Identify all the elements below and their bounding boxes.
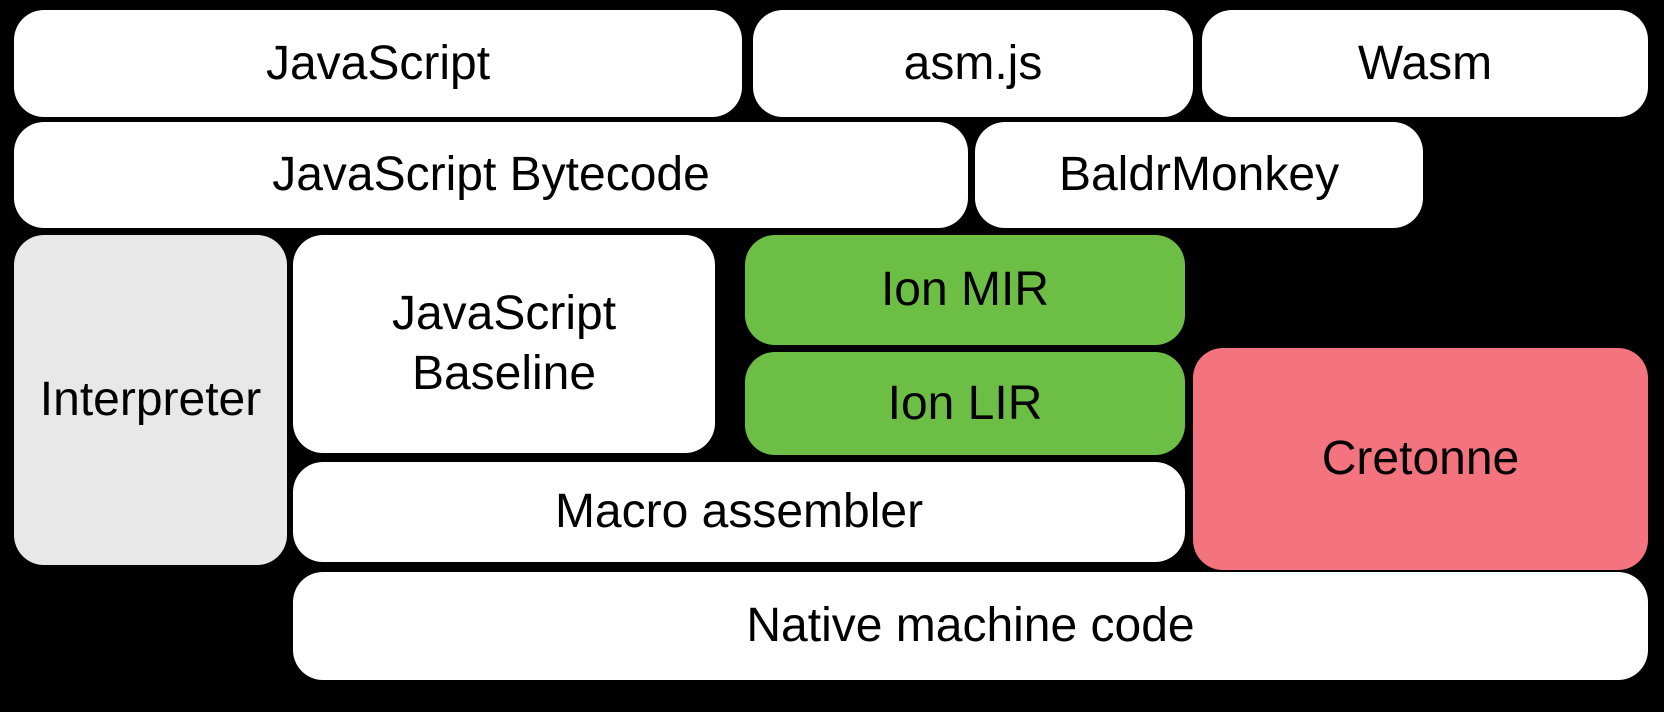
node-macro-assembler: Macro assembler (293, 462, 1185, 562)
node-ion-lir: Ion LIR (745, 352, 1185, 455)
node-baldrmonkey: BaldrMonkey (975, 122, 1423, 228)
node-wasm: Wasm (1202, 10, 1648, 117)
node-javascript: JavaScript (14, 10, 742, 117)
node-javascript-baseline: JavaScript Baseline (293, 235, 715, 453)
node-native-machine-code: Native machine code (293, 572, 1648, 680)
node-ion-mir: Ion MIR (745, 235, 1185, 345)
node-interpreter: Interpreter (14, 235, 287, 565)
node-cretonne: Cretonne (1193, 348, 1648, 570)
node-asm-js: asm.js (753, 10, 1193, 117)
node-javascript-bytecode: JavaScript Bytecode (14, 122, 968, 228)
